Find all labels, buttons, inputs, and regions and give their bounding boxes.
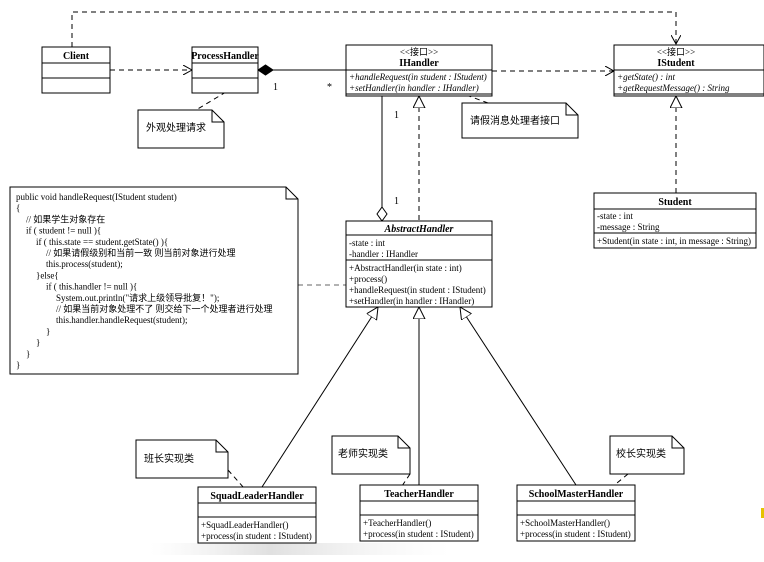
composition-diamond [257,64,274,76]
method: +process(in student : IStudent) [201,531,312,541]
method: +setHandler(in handler : IHandler) [349,296,474,306]
attribute: -state : int [597,211,633,221]
code-line: } [36,338,40,348]
aggregation-diamond [376,206,388,222]
method: +getState() : int [617,72,676,82]
note-text: 外观处理请求 [146,121,206,134]
note-anchor-squadleader [227,469,245,489]
class-name: ProcessHandler [191,51,259,62]
class-teacher-handler: TeacherHandler +TeacherHandler() +proces… [359,484,479,542]
code-line: this.handler.handleRequest(student); [56,315,187,325]
note-text: 老师实现类 [338,447,388,460]
method: +getRequestMessage() : String [617,83,730,93]
class-name: SchoolMasterHandler [529,489,624,500]
note-anchor-facade [195,91,227,111]
class-name: Student [658,197,692,208]
method: +SchoolMasterHandler() [520,518,610,528]
code-line: } [16,360,20,370]
note-text: 请假消息处理者接口 [470,114,560,127]
method: +handleRequest(in student : IStudent) [349,285,486,295]
code-line: } [26,349,30,359]
note-facade: 外观处理请求 [137,109,225,149]
code-line: public void handleRequest(IStudent stude… [16,192,177,202]
class-process-handler: ProcessHandler [191,46,259,94]
code-line: if ( this.handler != null ){ [46,282,137,292]
code-line: }else{ [36,270,59,280]
note-handler-interface: 请假消息处理者接口 [461,102,579,139]
multiplicity-aggregation-bottom: 1 [394,196,399,207]
code-line: System.out.println("请求上级领导批复！"); [56,292,219,303]
code-lines: public void handleRequest(IStudent stude… [16,192,273,370]
class-abstract-handler: AbstractHandler -state : int -handler : … [345,220,493,308]
method: +process(in student : IStudent) [363,529,474,539]
note-text: 校长实现类 [616,447,666,460]
method: +Student(in state : int, in message : St… [597,236,751,246]
code-line: // 如果学生对象存在 [26,213,105,224]
code-line: this.process(student); [46,259,123,269]
multiplicity-composition-left: 1 [273,82,278,93]
code-line: } [46,326,50,336]
note-text: 班长实现类 [144,452,194,465]
attribute: -message : String [597,222,660,232]
method: +AbstractHandler(in state : int) [349,263,462,273]
code-line: { [16,203,20,213]
edge-marker [761,508,764,518]
attribute: -handler : IHandler [349,249,418,259]
note-anchor-schoolmaster [611,473,629,488]
note-code: public void handleRequest(IStudent stude… [9,186,299,375]
client-istudent-dependency [71,11,676,47]
class-ihandler: <<接口>> IHandler +handleRequest(in studen… [345,44,493,97]
method: +setHandler(in handler : IHandler) [349,83,479,93]
code-line: if ( this.state == student.getState() ){ [36,237,168,247]
note-school-master: 校长实现类 [609,435,685,475]
class-squad-leader-handler: SquadLeaderHandler +SquadLeaderHandler()… [197,486,317,544]
method: +handleRequest(in student : IStudent) [349,72,487,82]
class-name: IStudent [657,58,695,69]
method: +SquadLeaderHandler() [201,520,289,530]
class-school-master-handler: SchoolMasterHandler +SchoolMasterHandler… [516,484,636,542]
stereotype: <<接口>> [657,46,695,57]
squadleader-generalization [261,307,378,488]
method: +process() [349,274,387,284]
class-name: SquadLeaderHandler [210,491,304,502]
note-teacher: 老师实现类 [331,435,411,475]
class-name: AbstractHandler [384,224,454,235]
method: +process(in student : IStudent) [520,529,631,539]
attribute: -state : int [349,238,385,248]
class-name: Client [63,51,90,62]
multiplicity-aggregation-top: 1 [394,110,399,121]
method: +TeacherHandler() [363,518,431,528]
stereotype: <<接口>> [400,46,438,57]
note-squad-leader: 班长实现类 [135,439,229,479]
class-name: IHandler [399,58,439,69]
shadow-streak [150,543,450,555]
class-istudent: <<接口>> IStudent +getState() : int +getRe… [613,44,764,97]
class-client: Client [41,46,111,94]
code-line: // 如果请假级别和当前一致 则当前对象进行处理 [46,247,236,258]
schoolmaster-generalization [460,307,577,486]
code-line: if ( student != null ){ [26,226,101,236]
code-line: // 如果当前对象处理不了 则交给下一个处理者进行处理 [56,303,273,314]
class-name: TeacherHandler [384,489,454,500]
class-student: Student -state : int -message : String +… [593,192,757,249]
note-anchor-teacher [401,473,411,487]
multiplicity-composition-right: * [327,82,332,93]
